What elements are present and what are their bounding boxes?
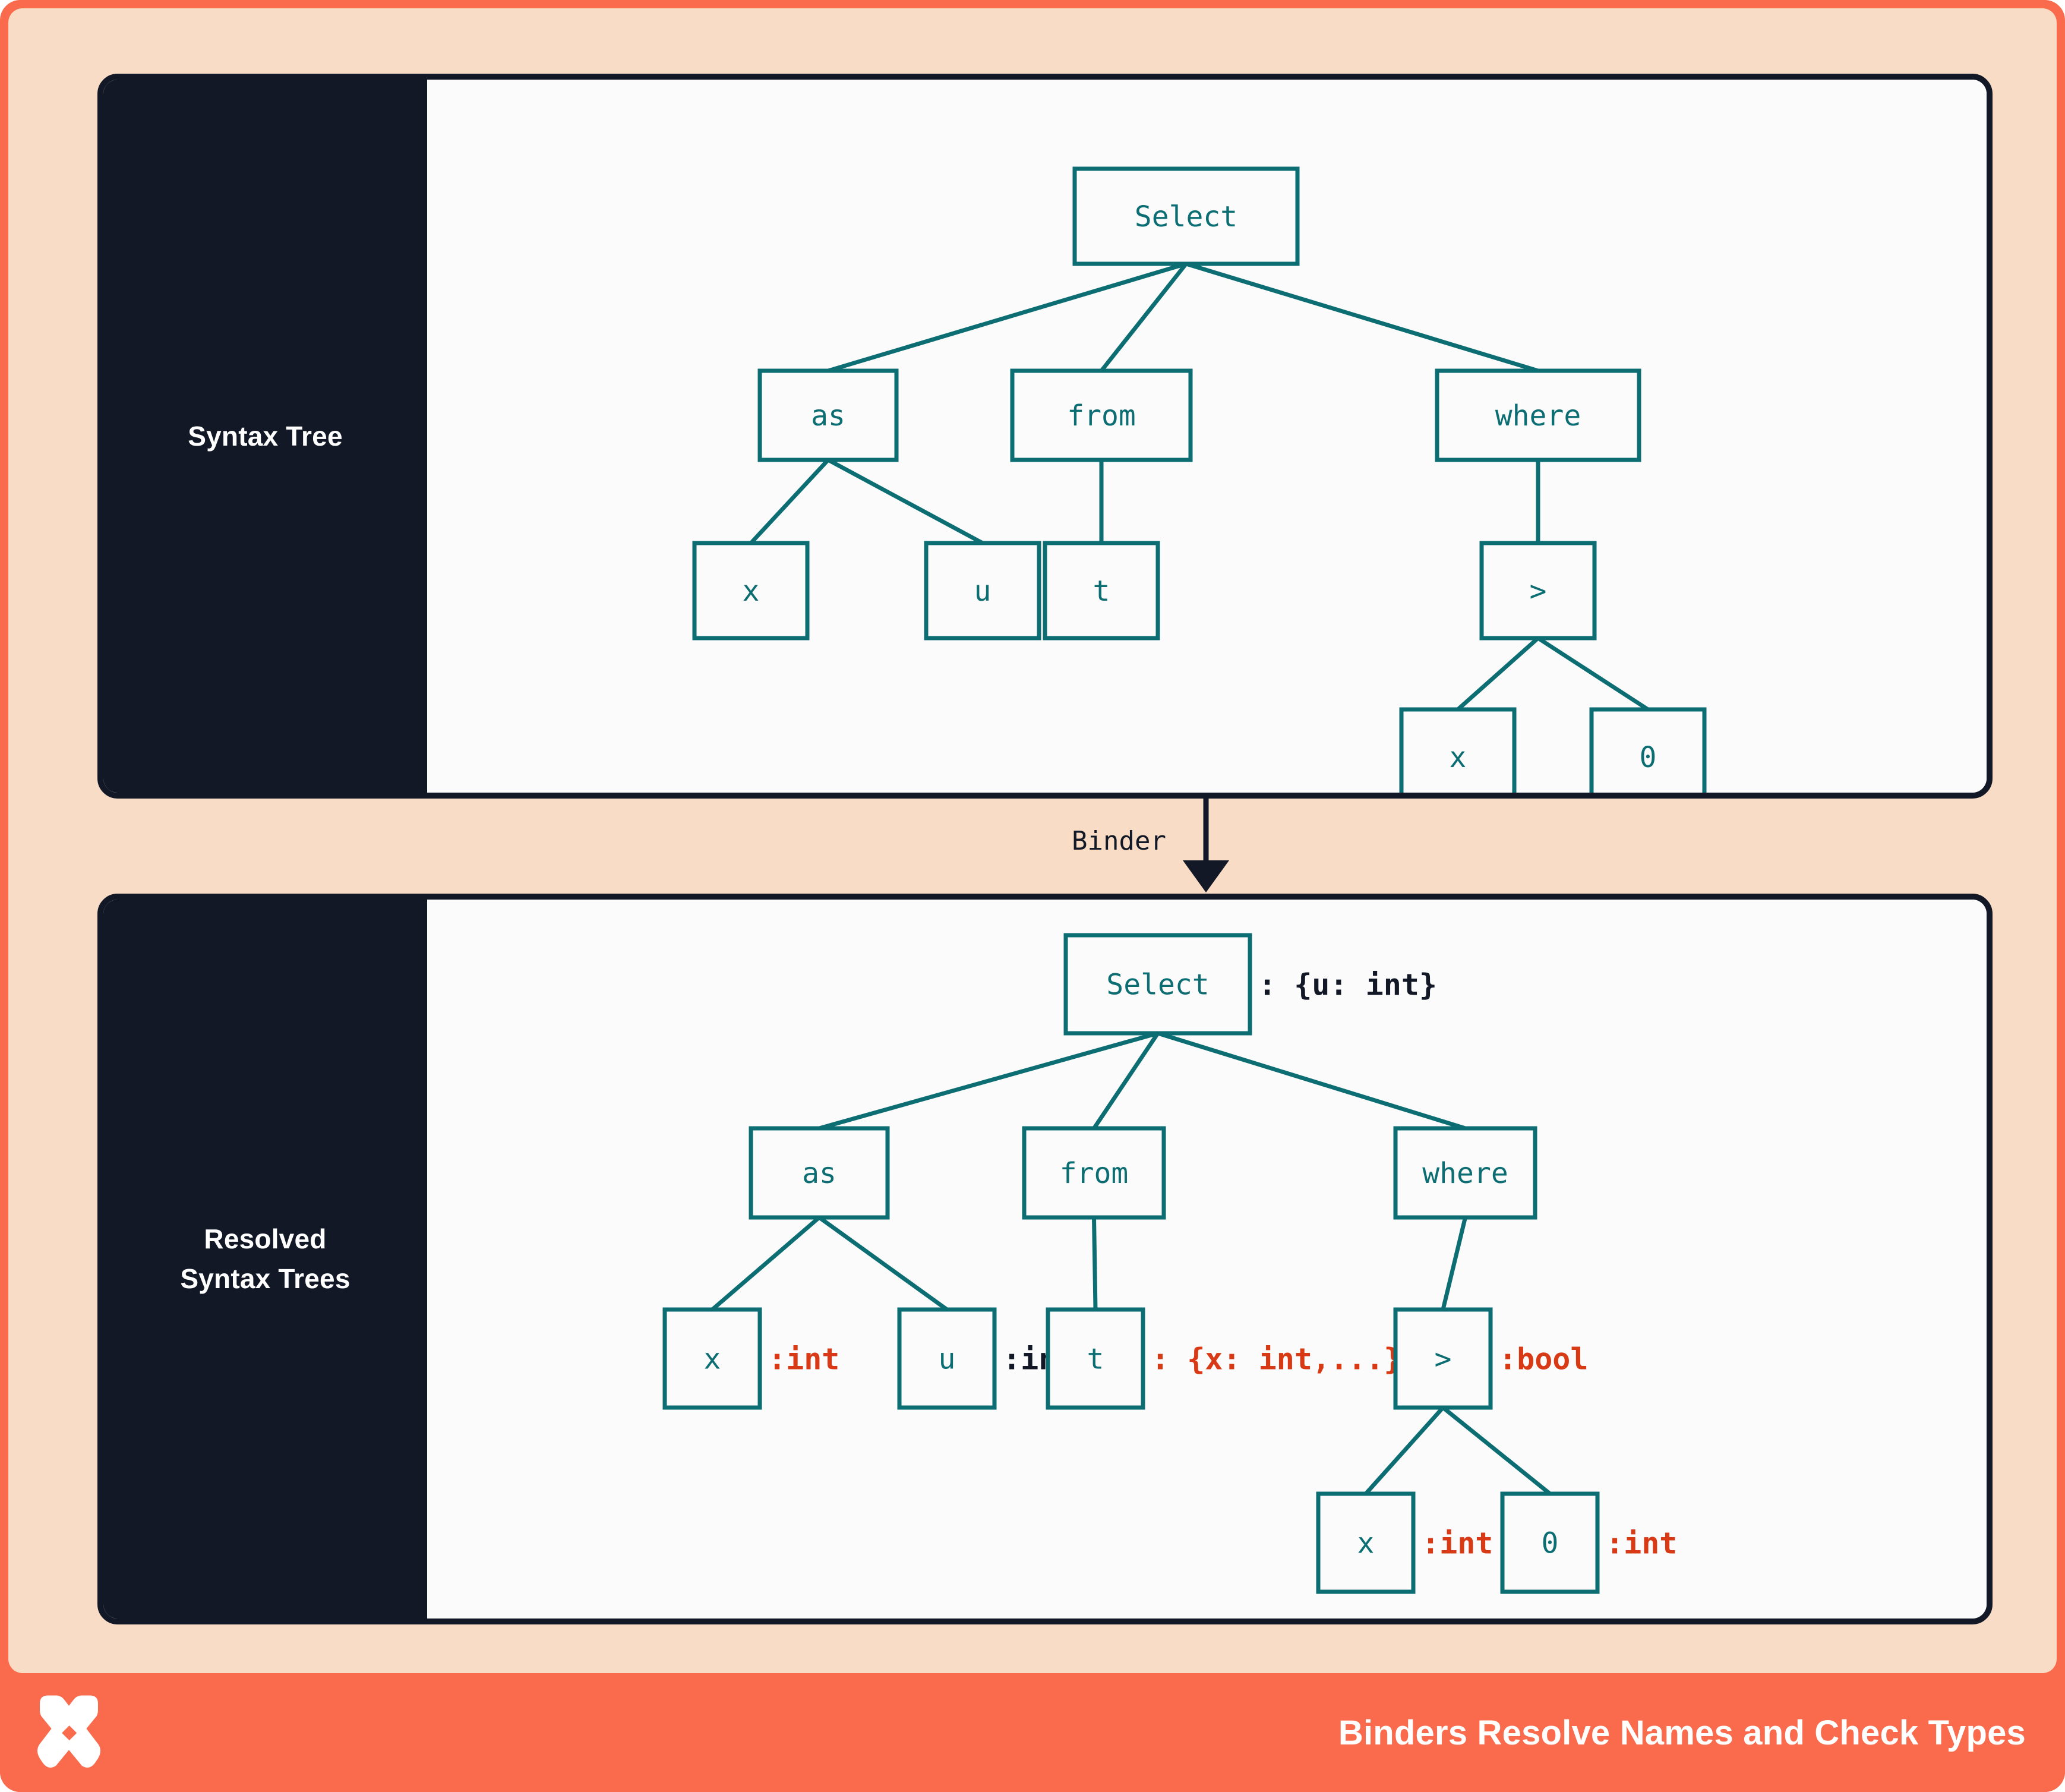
x-mark-logo-icon <box>37 1695 101 1768</box>
tree-node-box <box>1072 166 1300 266</box>
slide-canvas: Syntax Tree Select as from where x u t > x 0 Bind… <box>8 8 2057 1673</box>
tree-node-u1: u:int <box>897 1307 1074 1410</box>
tree-node-box <box>924 541 1041 641</box>
tree-node-x1: x <box>692 541 810 641</box>
tree-node-label: x <box>1450 741 1467 774</box>
tree-node-label: t <box>1093 575 1110 608</box>
tree-edge <box>1092 1032 1160 1130</box>
tree-edge <box>1441 1217 1467 1310</box>
tree-node-label: x <box>1357 1527 1375 1560</box>
tree-node-box <box>1393 1126 1537 1220</box>
tree-node-label: 0 <box>1542 1527 1559 1560</box>
panel-label-syntax-tree: Syntax Tree <box>103 80 427 793</box>
tree-node-label: > <box>1530 575 1547 608</box>
tree-node-type-annotation: :bool <box>1499 1342 1589 1377</box>
tree-node-label: u <box>939 1343 956 1376</box>
tree-edge <box>827 261 1187 373</box>
binder-label: Binder <box>1072 826 1166 856</box>
tree-node-label: from <box>1060 1157 1129 1190</box>
tree-node-x2: x <box>1399 707 1517 793</box>
tree-node-box <box>749 1126 890 1220</box>
tree-node-where: where <box>1393 1126 1537 1220</box>
tree-node-box <box>757 368 899 462</box>
tree-node-label: Select <box>1135 200 1237 234</box>
tree-node-select: Select <box>1072 166 1300 266</box>
tree-node-type-annotation: : {x: int,...} <box>1151 1342 1401 1377</box>
tree-node-type-annotation: :int <box>768 1342 839 1377</box>
tree-edge <box>1092 1217 1098 1310</box>
tree-node-box <box>1063 933 1252 1036</box>
tree-node-type-annotation: :int <box>1606 1526 1677 1561</box>
tree-node-zero1: 0 <box>1589 707 1707 793</box>
tree-edge <box>827 458 984 545</box>
footer-title: Binders Resolve Names and Check Types <box>1338 1713 2026 1752</box>
tree-node-box <box>1022 1126 1166 1220</box>
tree-edge <box>817 1216 949 1311</box>
tree-node-type-annotation: :int <box>1422 1526 1493 1561</box>
tree-node-as: as <box>749 1126 890 1220</box>
tree-node-label: Select <box>1106 968 1209 1002</box>
tree-node-box <box>897 1307 997 1410</box>
footer-bar: Binders Resolve Names and Check Types <box>0 1673 2065 1792</box>
tree-edge <box>1185 261 1539 373</box>
tree-node-gt1: > <box>1479 541 1597 641</box>
tree-node-label: x <box>743 575 760 608</box>
tree-edge <box>1537 636 1649 711</box>
tree-node-box <box>1046 1307 1145 1410</box>
tree-edge <box>1157 1031 1466 1131</box>
tree-node-label: where <box>1495 399 1581 433</box>
tree-node-label: t <box>1087 1343 1104 1376</box>
tree-node-from: from <box>1010 368 1193 462</box>
tree-node-box <box>1393 1307 1493 1410</box>
binder-transition: Binder <box>97 799 1993 894</box>
panel-syntax-tree: Syntax Tree Select as from where x u t > x 0 <box>97 74 1993 799</box>
tree-node-box <box>1435 368 1641 462</box>
tree-edge <box>1364 1406 1445 1496</box>
tree-node-t1: t : {x: int,...} <box>1046 1307 1401 1410</box>
tree-node-u1: u <box>924 541 1041 641</box>
tree-node-box <box>1479 541 1597 641</box>
tree-node-type-annotation: : {u: int} <box>1258 968 1437 1002</box>
panel-label-line-1: Resolved <box>204 1223 327 1255</box>
tree-node-label: as <box>802 1157 836 1190</box>
panel-label-resolved-syntax-trees: Resolved Syntax Trees <box>103 900 427 1619</box>
tree-node-x1: x :int <box>662 1307 839 1410</box>
tree-node-label: where <box>1422 1157 1508 1190</box>
tree-node-from: from <box>1022 1126 1166 1220</box>
tree-node-where: where <box>1435 368 1641 462</box>
tree-node-box <box>1316 1491 1416 1594</box>
tree-node-label: x <box>704 1343 721 1376</box>
tree-node-as: as <box>757 368 899 462</box>
tree-edge <box>1441 1406 1552 1496</box>
syntax-tree-svg: Select as from where x u t > x 0 <box>692 166 1707 793</box>
tree-node-zero1: 0 :int <box>1500 1491 1677 1594</box>
panel-label-line-2: Syntax Trees <box>180 1263 351 1294</box>
tree-edge <box>819 1031 1158 1131</box>
syntax-tree-canvas: Select as from where x u t > x 0 <box>427 80 1987 793</box>
tree-node-box <box>1500 1491 1600 1594</box>
tree-node-box <box>1589 707 1707 793</box>
tree-node-select: Select : {u: int} <box>1063 933 1437 1036</box>
tree-edge <box>1456 636 1540 711</box>
tree-node-box <box>1399 707 1517 793</box>
tree-node-label: as <box>811 399 845 433</box>
tree-node-box <box>662 1307 762 1410</box>
tree-node-t1: t <box>1043 541 1160 641</box>
tree-node-box <box>1043 541 1160 641</box>
tree-node-box <box>1010 368 1193 462</box>
tree-edge <box>1100 262 1188 373</box>
tree-node-label: u <box>974 575 992 608</box>
tree-node-label: > <box>1435 1343 1452 1376</box>
tree-node-gt1: > :bool <box>1393 1307 1589 1410</box>
panel-resolved-syntax-trees: Resolved Syntax Trees Select : {u: int} as… <box>97 894 1993 1624</box>
tree-edge <box>749 458 830 545</box>
tree-node-label: from <box>1067 399 1136 433</box>
tree-edge <box>711 1216 821 1311</box>
tree-node-label: 0 <box>1640 741 1657 774</box>
tree-node-x2: x :int <box>1316 1491 1493 1594</box>
tree-node-box <box>692 541 810 641</box>
binder-arrow-icon <box>1183 799 1229 892</box>
